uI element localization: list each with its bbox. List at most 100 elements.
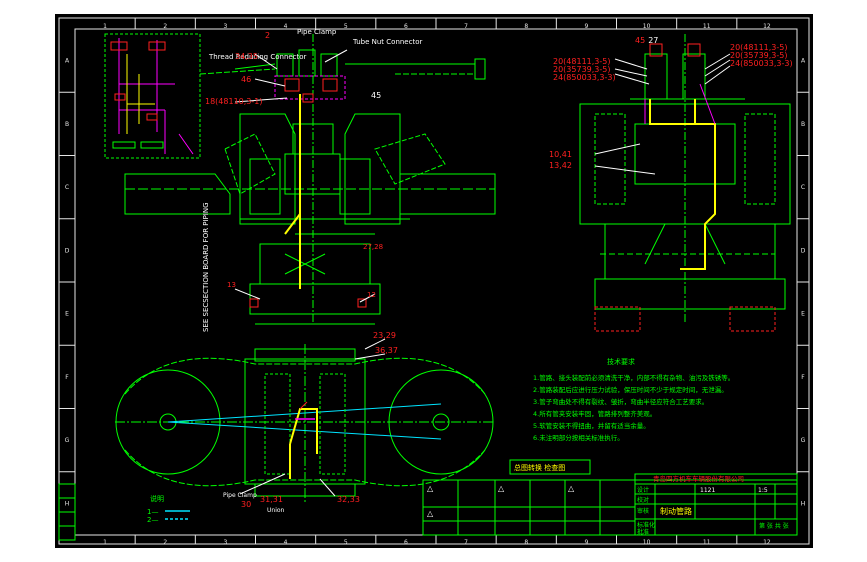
- notes-heading: 技术要求: [607, 357, 635, 366]
- top-right-end-view: [579, 34, 791, 332]
- callout-30: 30: [241, 500, 251, 509]
- border-row-label: B: [801, 121, 805, 128]
- border-col-label: 5: [344, 23, 348, 30]
- top-left-elevation-view: [104, 33, 496, 325]
- technical-notes: 技术要求 1.管路、接头装配前必须清洗干净，内部不得有杂物、油污及铁锈等。 2.…: [533, 357, 734, 442]
- border-row-label: E: [801, 311, 805, 318]
- border-col-label: 7: [464, 539, 468, 546]
- label-pipe-clamp-bottom: Pipe Clamp: [223, 492, 257, 499]
- callout-27-28: 27,28: [363, 243, 383, 251]
- border-row-label: B: [65, 121, 69, 128]
- callout-36-37: 36,37: [375, 346, 398, 355]
- notes-line-2: 2.管路装配后应进行压力试验，保压时间不少于规定时间，无泄漏。: [533, 385, 728, 394]
- drawing-number: 1121: [700, 487, 715, 494]
- border-col-label: 9: [585, 539, 589, 546]
- border-row-label: D: [801, 247, 806, 254]
- callout-46: 46: [241, 75, 251, 84]
- inner-border: [74, 28, 798, 536]
- notes-line-4: 4.所有管夹安装牢固，管路排列整齐美观。: [533, 409, 656, 418]
- title-block: [422, 473, 798, 536]
- border-col-label: 5: [344, 539, 348, 546]
- inset-schematic-frame: [104, 33, 201, 159]
- border-row-label: F: [801, 374, 805, 381]
- label-union-bottom: Union: [267, 507, 285, 514]
- callout-left-1: 20(48111,3-5): [553, 57, 610, 66]
- stamp-text: 总图转换 检查图: [514, 463, 565, 472]
- border-row-label: G: [801, 437, 806, 444]
- label-pipe-clamp: Pipe Clamp: [297, 28, 337, 36]
- border-col-label: 7: [464, 23, 468, 30]
- legend: 说明 1— 2—: [147, 494, 190, 524]
- callout-18: 18(48110,3-1): [205, 97, 262, 106]
- company-name: 青岛四方机车车辆股份有限公司: [653, 474, 744, 483]
- callout-right-1: 20(48111,3-5): [730, 43, 787, 52]
- signer-1: 设计: [637, 486, 649, 494]
- border-col-label: 3: [224, 539, 228, 546]
- border-row-label: H: [801, 500, 806, 507]
- drawing-scale: 1:5: [758, 487, 768, 494]
- border-col-label: 6: [404, 539, 408, 546]
- border-col-label: 1: [103, 23, 107, 30]
- border-col-label: 4: [284, 23, 288, 30]
- revision-mark-1: △: [427, 484, 434, 493]
- notes-line-5: 5.软管安装不得扭曲，并留有适当余量。: [533, 421, 650, 430]
- label-thread-reducing-connector: Thread Reducing Connector: [208, 53, 307, 61]
- signer-4: 标准化: [637, 521, 655, 529]
- review-stamp: 总图转换 检查图: [509, 459, 591, 475]
- vertical-note: SEE SECSECTION BOARD FOR PIPING: [202, 202, 210, 332]
- border-col-label: 1: [103, 539, 107, 546]
- callout-13: 13: [227, 281, 236, 289]
- border-col-label: 8: [524, 23, 528, 30]
- outer-border: [58, 17, 810, 545]
- legend-title: 说明: [150, 494, 164, 503]
- callout-2: 2: [265, 31, 270, 40]
- border-col-label: 9: [585, 23, 589, 30]
- callout-right-3: 24(850033,3-3): [730, 59, 793, 68]
- border-col-label: 8: [524, 539, 528, 546]
- callout-34-35: 34,35: [235, 52, 258, 61]
- border-col-label: 4: [284, 539, 288, 546]
- callout-12: 12: [367, 291, 376, 299]
- border-col-label: 12: [763, 23, 771, 30]
- bottom-plan-callouts: 23,29 36,37 30 31,31 32,33 Pipe Clamp Un…: [223, 331, 398, 514]
- border-col-label: 11: [703, 23, 711, 30]
- callout-23-29: 23,29: [373, 331, 396, 340]
- border-col-label: 2: [163, 539, 167, 546]
- callout-right-2: 20(35739,3-5): [730, 51, 787, 60]
- left-margin-table: [58, 483, 76, 541]
- notes-line-6: 6.未注明部分按相关标准执行。: [533, 433, 624, 442]
- revision-mark-2: △: [498, 484, 505, 493]
- border-row-label: E: [65, 311, 69, 318]
- border-col-label: 11: [703, 539, 711, 546]
- signer-5: 批准: [637, 528, 649, 536]
- revision-mark-3: △: [568, 484, 575, 493]
- border-row-label: C: [801, 184, 805, 191]
- callout-13-42: 13,42: [549, 161, 572, 170]
- border-row-label: A: [65, 58, 70, 65]
- notes-line-3: 3.管子弯曲处不得有裂纹、皱折，弯曲半径应符合工艺要求。: [533, 397, 708, 406]
- callout-10-41: 10,41: [549, 150, 572, 159]
- top-left-callouts: Thread Reducing Connector Tube Nut Conne…: [205, 28, 422, 106]
- signer-3: 审核: [637, 507, 649, 515]
- border-col-label: 3: [224, 23, 228, 30]
- border-col-label: 6: [404, 23, 408, 30]
- border-row-label: H: [65, 500, 70, 507]
- notes-line-1: 1.管路、接头装配前必须清洗干净，内部不得有杂物、油污及铁锈等。: [533, 373, 734, 382]
- signer-2: 校对: [637, 496, 649, 504]
- callout-left-3: 24(850033,3-3): [553, 73, 616, 82]
- title-block-text: 青岛四方机车车辆股份有限公司 设计 校对 审核 标准化 批准 制动管路 1121…: [427, 474, 789, 536]
- drawing-title: 制动管路: [660, 506, 692, 516]
- callout-left-2: 20(35739,3-5): [553, 65, 610, 74]
- callout-31-31: 31,31: [260, 495, 283, 504]
- sheet-info: 第 张 共 张: [759, 522, 789, 530]
- callout-32-33: 32,33: [337, 495, 360, 504]
- mid-left-callouts: 13 12 27,28: [227, 243, 383, 299]
- border-col-label: 10: [643, 539, 651, 546]
- border-col-label: 10: [643, 23, 651, 30]
- legend-item-2: 2—: [147, 516, 158, 524]
- callout-45: 45: [371, 91, 381, 100]
